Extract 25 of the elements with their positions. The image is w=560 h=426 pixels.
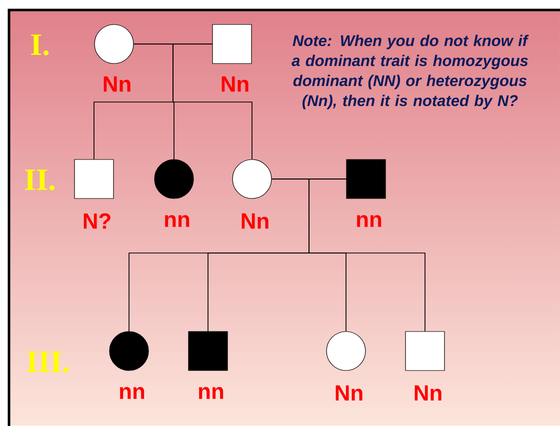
- generation-label: I.: [31, 34, 49, 56]
- pedigree-square: [74, 159, 114, 199]
- genotype-label: Nn: [336, 385, 362, 401]
- genotype-label: nn: [165, 215, 190, 227]
- pedigree-circle: [326, 331, 366, 371]
- pedigree-square: [405, 331, 445, 371]
- pedigree-square: [346, 159, 386, 199]
- genotype-label: Nn: [414, 385, 442, 401]
- genotype-label: N?: [84, 213, 110, 229]
- genotype-label: nn: [199, 387, 224, 399]
- pedigree-circle: [109, 331, 149, 371]
- pedigree-square: [188, 331, 228, 371]
- pedigree-circle: [232, 159, 272, 199]
- generation-label: III.: [27, 352, 69, 372]
- note-text: Note: When you do not know if a dominant trait is homozygous dominant (NN) or heterozygous (Nn), then it is notated by N?: [292, 34, 529, 110]
- pedigree-line: [172, 44, 252, 160]
- pedigree-line: [308, 178, 426, 332]
- pedigree-circle: [154, 159, 194, 199]
- genotype-label: Nn: [222, 76, 248, 92]
- genotype-label: nn: [120, 387, 144, 399]
- genotype-label: nn: [357, 215, 382, 227]
- genotype-label: Nn: [242, 213, 268, 229]
- pedigree-circle: [94, 24, 134, 64]
- genotype-label: Nn: [104, 76, 130, 92]
- pedigree-square: [212, 24, 252, 64]
